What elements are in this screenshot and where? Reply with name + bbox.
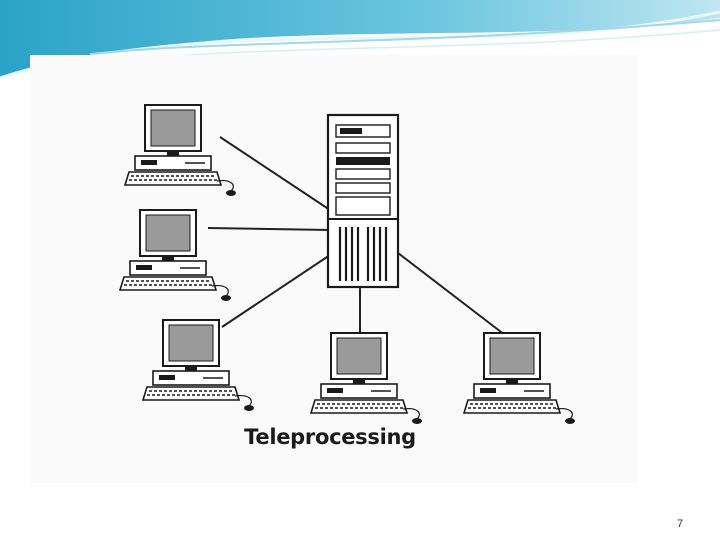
diagram-caption: Teleprocessing (244, 425, 416, 449)
teleprocessing-diagram (119, 104, 576, 425)
server-tower-icon (326, 113, 400, 289)
computer-terminal-icon (142, 319, 255, 412)
computer-terminal-icon (119, 209, 232, 302)
page-number: 7 (676, 518, 684, 530)
computer-terminal-icon (310, 332, 423, 425)
computer-terminal-icon (463, 332, 576, 425)
computer-terminal-icon (124, 104, 237, 197)
